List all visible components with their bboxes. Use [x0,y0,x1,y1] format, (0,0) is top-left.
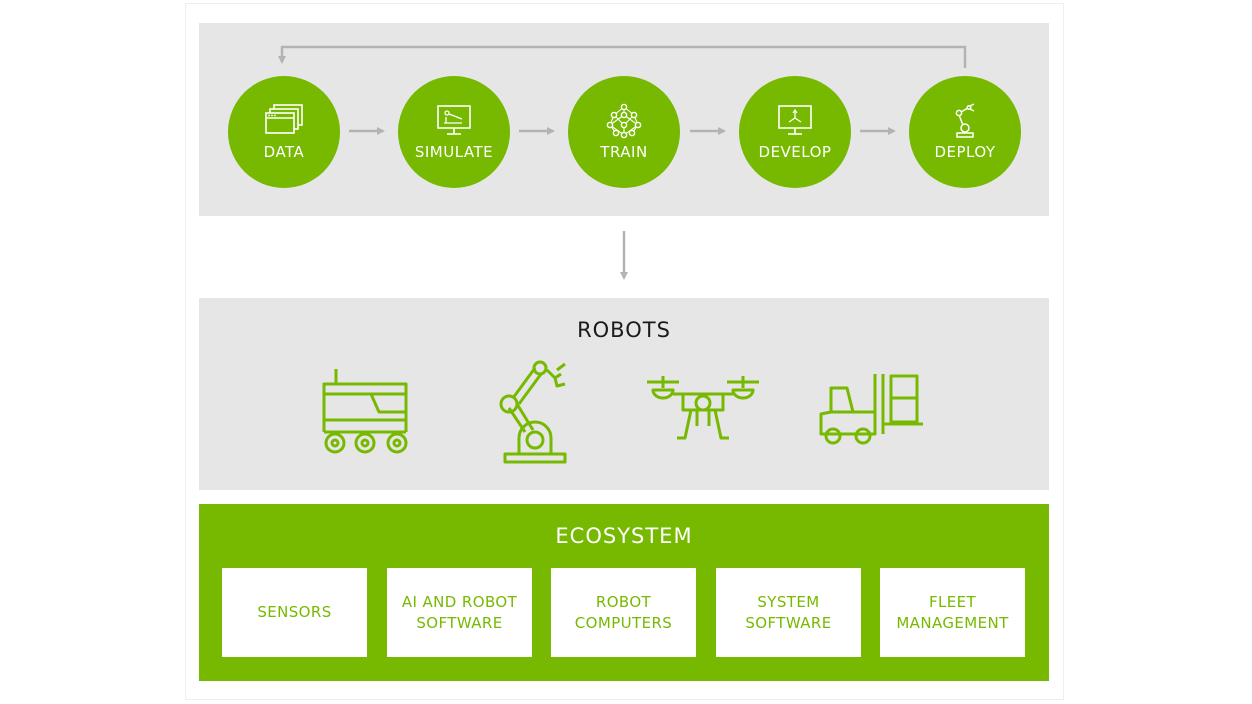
neural-network-icon [606,103,642,139]
ecosystem-item-fleet-management: FLEET MANAGEMENT [880,568,1025,657]
step-simulate: SIMULATE [398,76,510,188]
robot-arm-icon [955,103,975,138]
ecosystem-item-robot-computers: ROBOT COMPUTERS [551,568,696,657]
windows-icon [265,104,303,134]
step-deploy: DEPLOY [909,76,1021,188]
industrial-arm-icon [499,360,567,464]
drone-icon [647,376,759,440]
robots-title: ROBOTS [577,318,671,342]
step-develop: DEVELOP [739,76,851,188]
robots-panel: ROBOTS [199,298,1049,490]
ecosystem-item-ai-robot-software: AI AND ROBOT SOFTWARE [387,568,532,657]
ecosystem-item-system-software: SYSTEM SOFTWARE [716,568,861,657]
step-label: SIMULATE [414,143,494,161]
delivery-robot-icon [322,369,408,454]
step-label: TRAIN [600,143,648,161]
forklift-icon [819,374,923,445]
monitor-develop-icon [778,105,812,135]
step-label: DEVELOP [758,143,832,161]
monitor-simulation-icon [437,105,471,135]
step-data: DATA [228,76,340,188]
ecosystem-title: ECOSYSTEM [555,524,693,548]
step-train: TRAIN [568,76,680,188]
step-label: DATA [263,143,305,161]
step-label: DEPLOY [934,143,996,161]
ecosystem-item-sensors: SENSORS [222,568,367,657]
ecosystem-panel: ECOSYSTEM SENSORS AI AND ROBOT SOFTWARE … [199,504,1049,681]
